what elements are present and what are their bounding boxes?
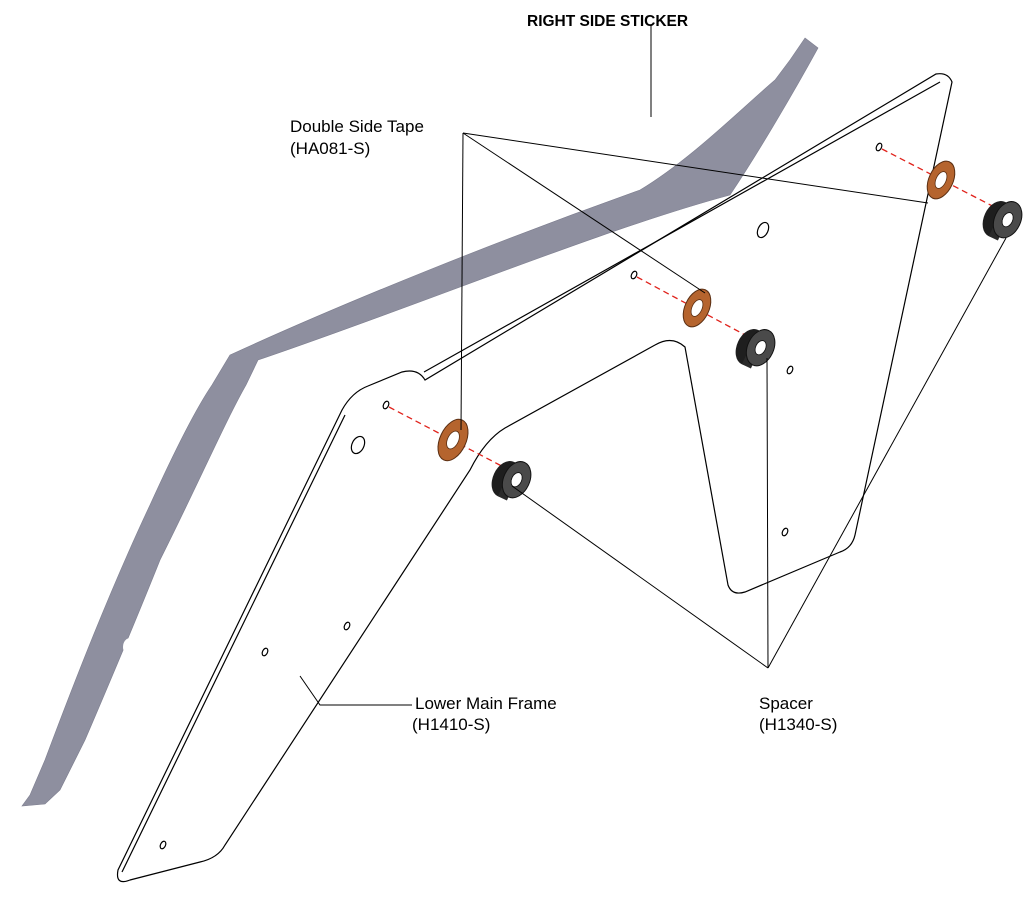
spacers bbox=[491, 201, 1023, 501]
frame-hole bbox=[382, 400, 390, 410]
frame-hole bbox=[786, 365, 794, 375]
frame-hole bbox=[875, 142, 883, 152]
sticker-notch bbox=[195, 575, 212, 600]
frame-hole bbox=[630, 270, 638, 280]
right-side-sticker bbox=[21, 37, 819, 807]
leader-tape bbox=[462, 132, 706, 294]
frame-hole bbox=[343, 621, 351, 631]
sticker-shape bbox=[21, 37, 819, 807]
leader-frame bbox=[299, 675, 412, 706]
frame-hole bbox=[350, 435, 366, 455]
sticker-hole bbox=[619, 161, 637, 181]
spacer bbox=[491, 461, 532, 501]
label-spacer: Spacer bbox=[759, 694, 813, 713]
sticker-hole bbox=[740, 81, 756, 99]
tape-ring bbox=[682, 288, 712, 328]
center-line bbox=[636, 276, 761, 344]
center-line bbox=[881, 148, 1007, 214]
lower-main-frame bbox=[116, 73, 953, 883]
leader-spacer bbox=[766, 357, 769, 669]
frame-edge bbox=[423, 81, 941, 373]
spacer bbox=[735, 329, 776, 369]
label-lower-main-frame: Lower Main Frame bbox=[415, 694, 557, 713]
label-right-side-sticker: RIGHT SIDE STICKER bbox=[527, 13, 689, 30]
spacer bbox=[982, 201, 1023, 241]
frame-edge bbox=[121, 414, 346, 873]
frame-hole bbox=[756, 221, 770, 239]
label-double-side-tape: Double Side Tape bbox=[290, 117, 424, 136]
frame-outline bbox=[116, 73, 953, 883]
sticker-notch bbox=[517, 202, 530, 228]
leader-spacer bbox=[767, 237, 1007, 669]
label-lower-main-frame-part: (H1410-S) bbox=[412, 715, 491, 734]
frame-hole bbox=[781, 527, 789, 537]
leader-spacer bbox=[511, 485, 769, 669]
leader-tape bbox=[460, 132, 464, 431]
label-double-side-tape-part: (HA081-S) bbox=[290, 139, 371, 158]
sticker-hole bbox=[123, 638, 137, 656]
label-spacer-part: (H1340-S) bbox=[759, 715, 838, 734]
leader-tape bbox=[462, 132, 929, 204]
tape-ring bbox=[437, 418, 469, 462]
frame-hole bbox=[261, 647, 269, 657]
frame-hole bbox=[159, 840, 167, 850]
tape-ring bbox=[926, 160, 956, 200]
leader-lines bbox=[299, 25, 1007, 706]
